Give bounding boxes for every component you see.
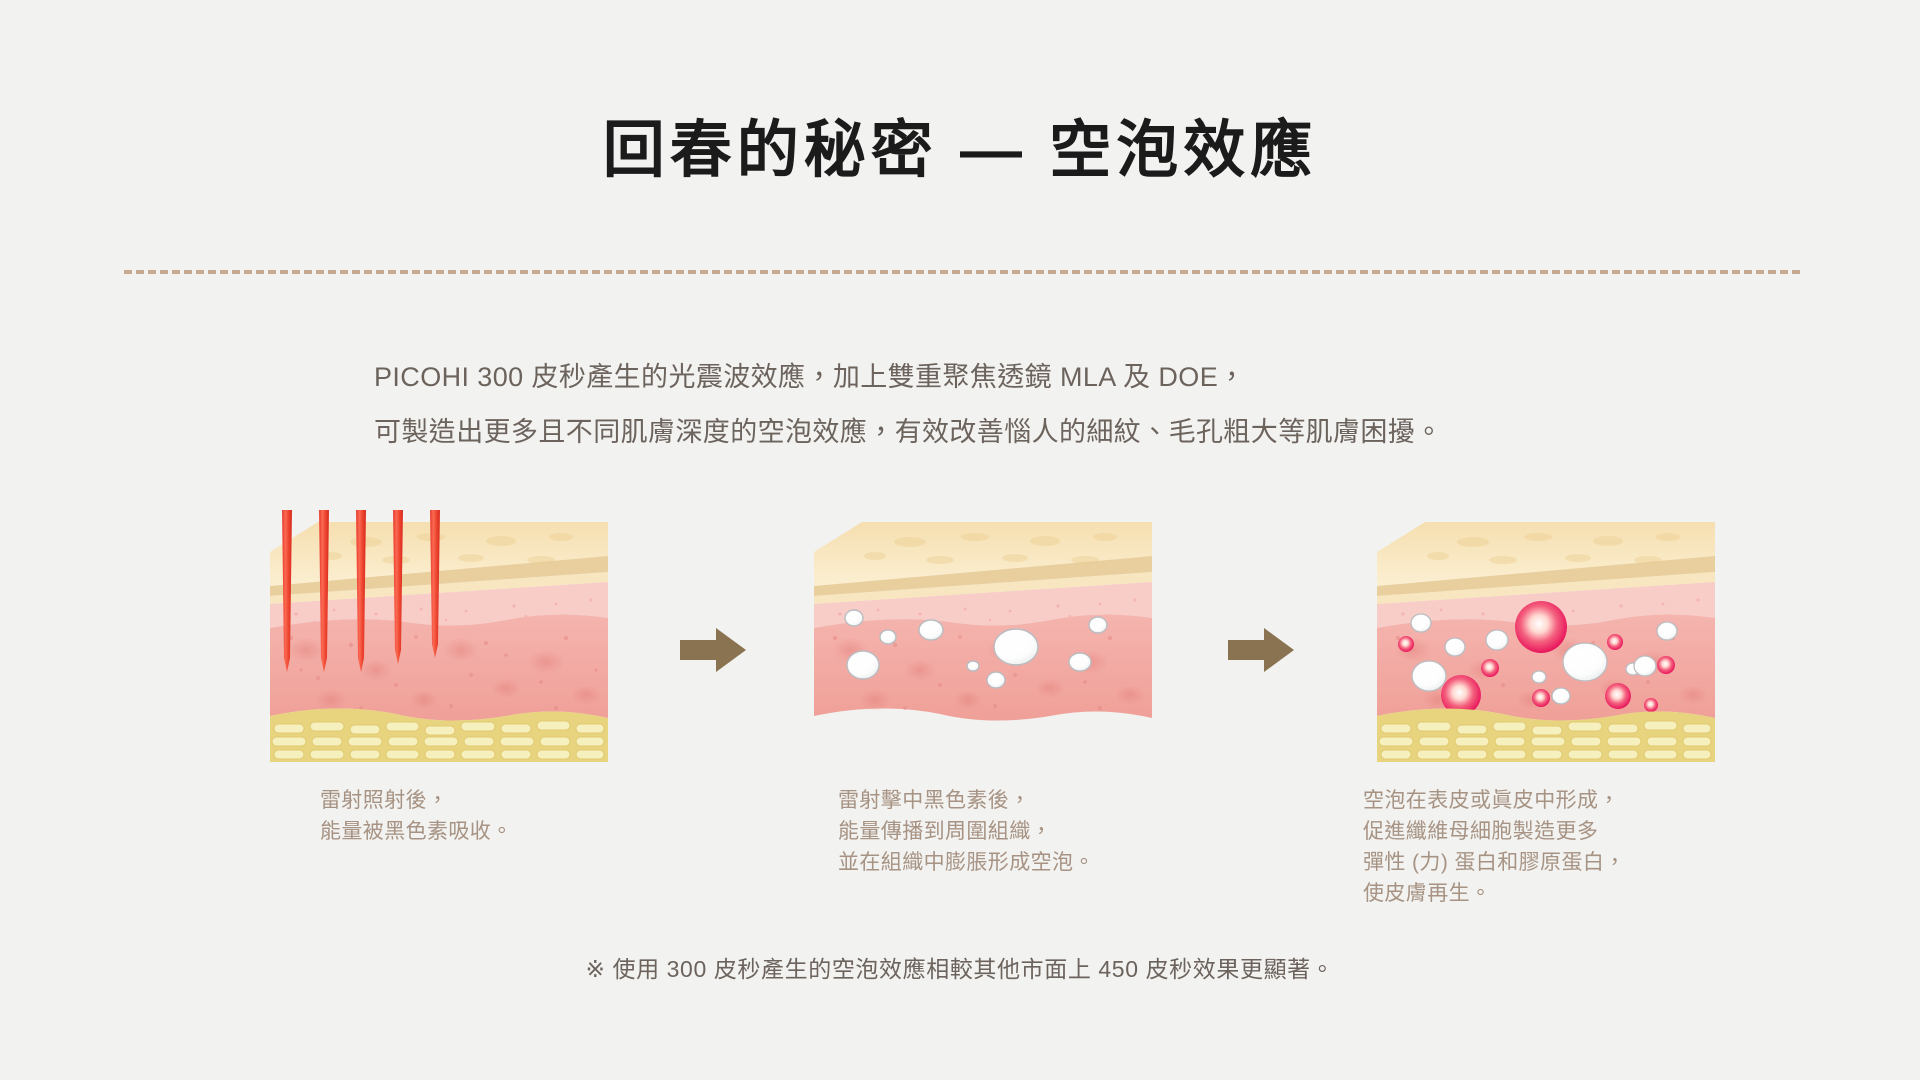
- vacuole-group: [844, 609, 1108, 689]
- laser-beam-group: [282, 510, 440, 672]
- vacuole-group-pink: [1398, 601, 1675, 715]
- footnote: ※ 使用 300 皮秒產生的空泡效應相較其他市面上 450 皮秒效果更顯著。: [585, 956, 1335, 982]
- vacuole-group-white: [1410, 613, 1678, 705]
- skin-cross-section-3: [1377, 522, 1715, 762]
- skin-diagram-laser-irradiation: [256, 510, 616, 770]
- page-title: 回春的秘密 — 空泡效應: [602, 116, 1318, 185]
- right-arrow-icon: [680, 628, 746, 672]
- skin-cross-section-1: [270, 510, 608, 762]
- intro-line-2: 可製造出更多且不同肌膚深度的空泡效應，有效改善惱人的細紋、毛孔粗大等肌膚困擾。: [374, 417, 1443, 447]
- caption-panel-1: 雷射照射後， 能量被黑色素吸收。: [320, 789, 513, 843]
- caption-panel-2: 雷射擊中黑色素後， 能量傳播到周圍組織， 並在組織中膨脹形成空泡。: [838, 789, 1095, 874]
- right-arrow-icon: [1228, 628, 1294, 672]
- intro-paragraph: PICOHI 300 皮秒產生的光震波效應，加上雙重聚焦透鏡 MLA 及 DOE…: [374, 350, 1704, 460]
- intro-line-1: PICOHI 300 皮秒產生的光震波效應，加上雙重聚焦透鏡 MLA 及 DOE…: [374, 362, 1246, 392]
- skin-diagram-bubble-formation: [800, 510, 1160, 770]
- skin-diagram-collagen-regeneration: [1363, 510, 1723, 770]
- diagram-row: [0, 510, 1920, 780]
- dashed-divider: [124, 270, 1800, 274]
- arrow-step-2-to-3: [1228, 626, 1296, 674]
- skin-cross-section-2: [814, 522, 1152, 721]
- arrow-step-1-to-2: [680, 626, 748, 674]
- caption-panel-3: 空泡在表皮或眞皮中形成， 促進纖維母細胞製造更多 彈性 (力) 蛋白和膠原蛋白，…: [1363, 789, 1626, 905]
